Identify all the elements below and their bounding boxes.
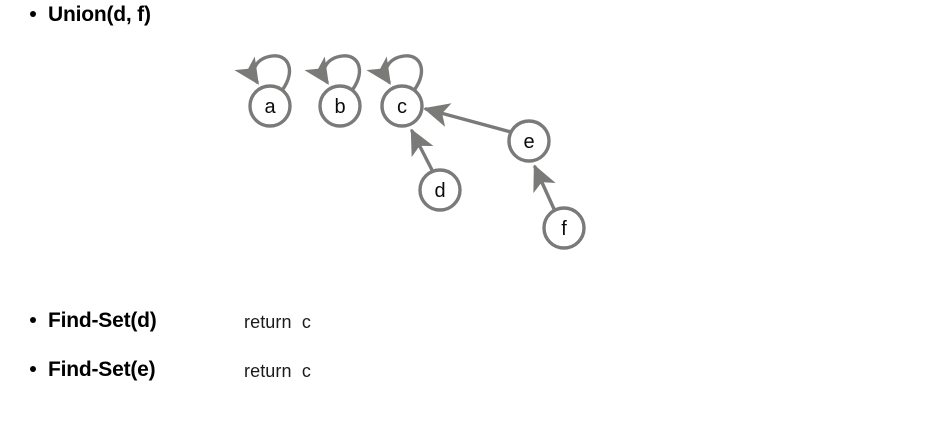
bullet-line-find-set-d: Find-Set(d)	[48, 309, 157, 333]
node-label-a: a	[264, 96, 276, 118]
bullet-dot-find-set-d	[30, 317, 36, 323]
graph-node-b[interactable]: b	[318, 84, 362, 128]
self-loop-a	[234, 54, 292, 91]
node-label-c: c	[397, 96, 407, 118]
graph-node-e[interactable]: e	[507, 119, 551, 163]
edge-d-to-c	[410, 128, 434, 172]
return-value-find-set-d: return c	[244, 312, 311, 332]
node-label-e: e	[523, 131, 534, 153]
node-circle-b	[318, 84, 362, 128]
bullet-line-union: Union(d, f)	[48, 3, 151, 27]
node-label-d: d	[434, 180, 445, 202]
bullet-dot-find-set-e	[30, 366, 36, 372]
bullet-label-union: Union(d, f)	[48, 3, 151, 26]
node-circle-d	[418, 168, 462, 212]
bullet-dot-union	[30, 11, 36, 17]
self-loop-b	[304, 54, 362, 91]
node-circle-e	[507, 119, 551, 163]
node-circle-c	[380, 84, 424, 128]
self-loop-c	[366, 54, 424, 91]
graph-node-f[interactable]: f	[542, 206, 586, 250]
graph-node-c[interactable]: c	[380, 84, 424, 128]
node-circle-f	[542, 206, 586, 250]
node-label-f: f	[561, 218, 567, 240]
graph-node-d[interactable]: d	[418, 168, 462, 212]
edge-f-to-e	[533, 164, 556, 211]
bullet-label-find-set-e: Find-Set(e)	[48, 358, 156, 381]
return-value-find-set-e: return c	[244, 361, 311, 381]
node-label-b: b	[334, 96, 345, 118]
bullet-line-find-set-e: Find-Set(e)	[48, 358, 156, 382]
graph-node-a[interactable]: a	[248, 84, 292, 128]
bullet-label-find-set-d: Find-Set(d)	[48, 309, 157, 332]
edge-e-to-c	[423, 103, 513, 134]
node-circle-a	[248, 84, 292, 128]
